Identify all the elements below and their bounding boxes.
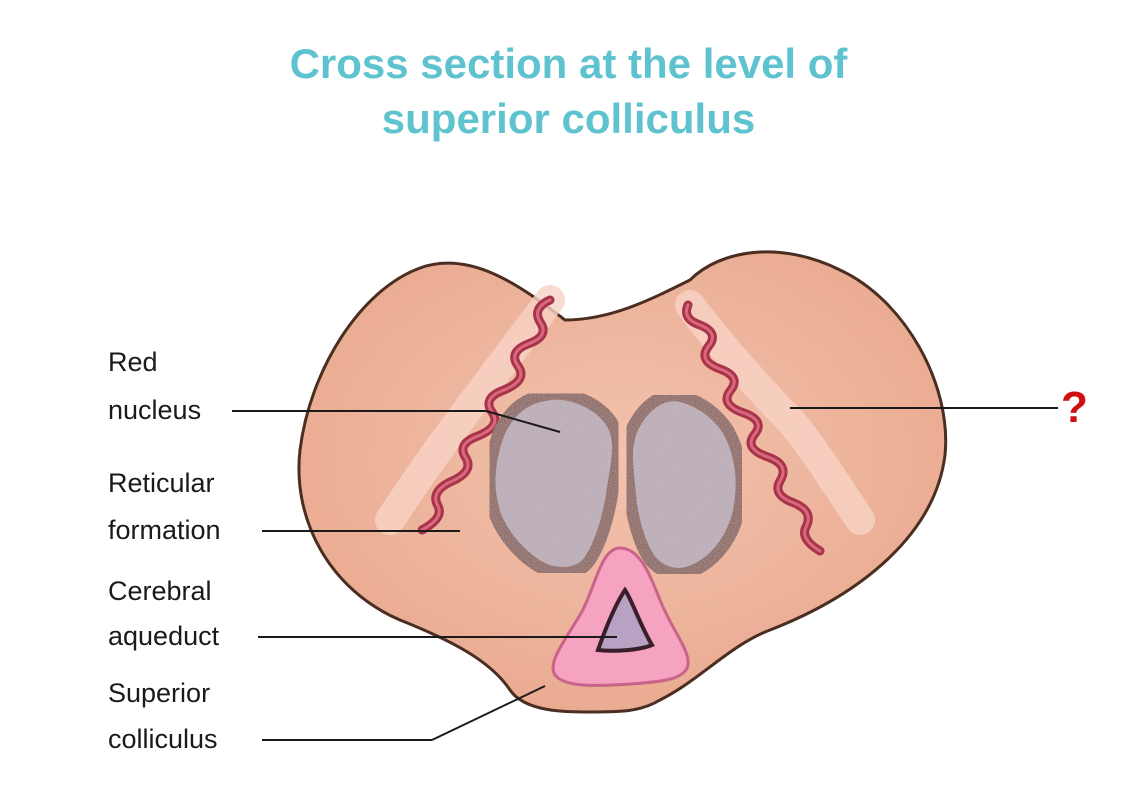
midbrain-outline xyxy=(297,250,948,714)
superior-colliculus-label-line-1: Superior xyxy=(108,678,211,708)
diagram-title-line-1: Cross section at the level of xyxy=(289,40,848,87)
cerebral-aqueduct-label-line-2: aqueduct xyxy=(108,621,220,651)
red-nucleus-label-line-1: Red xyxy=(108,347,158,377)
unknown-structure-question-mark: ? xyxy=(1061,383,1088,432)
reticular-formation-label-line-2: formation xyxy=(108,515,221,545)
cerebral-aqueduct xyxy=(595,586,655,653)
diagram-title-line-2: superior colliculus xyxy=(381,95,756,142)
reticular-formation-label-line-1: Reticular xyxy=(108,468,215,498)
cerebral-aqueduct-label-line-1: Cerebral xyxy=(108,576,212,606)
red-nucleus-label-line-2: nucleus xyxy=(108,395,202,425)
left-red-nucleus xyxy=(483,387,625,579)
superior-colliculus-label-line-2: colliculus xyxy=(108,724,218,754)
right-red-nucleus xyxy=(620,388,748,580)
